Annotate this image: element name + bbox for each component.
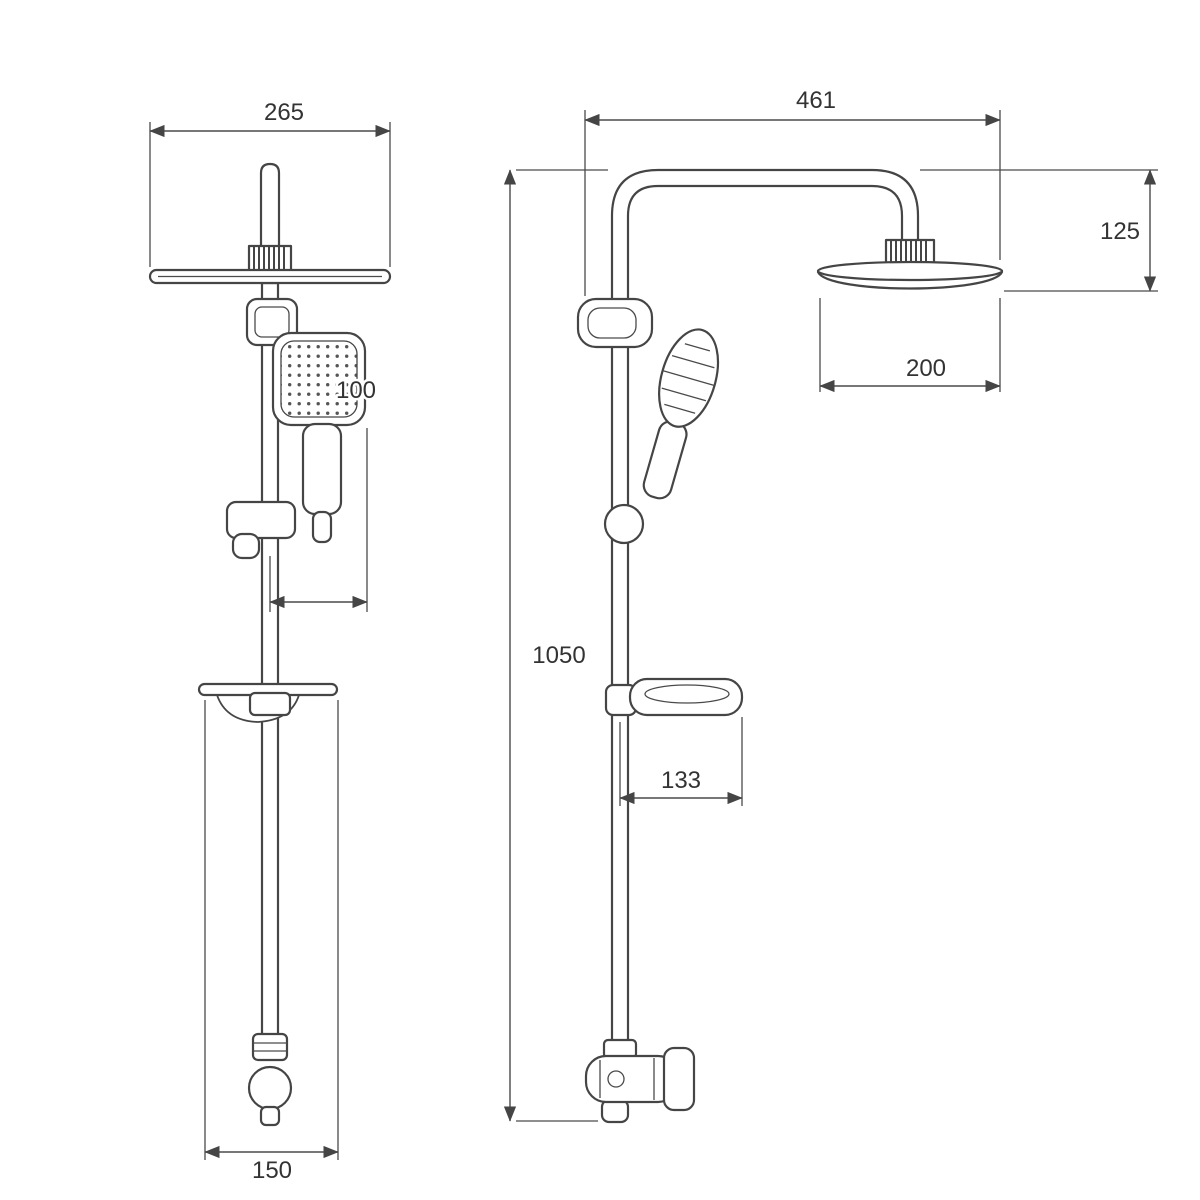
dim-150: 150 [204, 700, 339, 1187]
bracket-slot [587, 307, 637, 339]
side-view: 265 10 [148, 97, 392, 1187]
bracket-slot [254, 306, 290, 338]
handle-end [311, 510, 333, 544]
dim-125-label: 125 [1100, 218, 1140, 245]
soap-dish-side [197, 682, 339, 723]
dim-1050-label: 1050 [532, 642, 585, 669]
diverter-valve-front [584, 1038, 696, 1124]
valve-knob [662, 1046, 696, 1112]
valve-port [607, 1070, 625, 1088]
arm-inner-line [626, 184, 904, 1047]
soap-dish-front [604, 677, 744, 717]
hand-shower-side [271, 331, 367, 427]
dish-recess [644, 684, 730, 704]
dish-clamp [248, 691, 292, 717]
rain-head-side [148, 268, 392, 285]
front-view: 461 125 [503, 85, 1158, 1124]
hand-shower-spray-face [280, 340, 358, 418]
head-rim [816, 260, 1004, 282]
top-pipe-side [259, 162, 281, 264]
dim-100-label: 100 [336, 377, 376, 404]
bracket-body [225, 500, 297, 540]
knurled-nut-side [247, 244, 293, 275]
dim-1050: 1050 [503, 169, 608, 1122]
rain-head-front [816, 260, 1004, 290]
handset-face-lines [661, 343, 715, 414]
dim-461-label: 461 [796, 87, 836, 114]
dim-200: 200 [819, 298, 1001, 393]
hand-shower-front [642, 328, 720, 500]
lower-bracket-side [225, 500, 297, 560]
bracket-hook [231, 532, 261, 560]
arm-outer-line [610, 168, 920, 1047]
outlet-stub [259, 1105, 281, 1127]
hose-connector [251, 1032, 289, 1062]
valve-outlet [600, 1098, 630, 1124]
handle [301, 422, 343, 516]
dim-461: 461 [584, 85, 1001, 296]
dim-150-label: 150 [252, 1157, 292, 1184]
dim-265: 265 [149, 97, 391, 267]
gooseneck-arm-and-riser [610, 168, 920, 1047]
dim-133-label: 133 [661, 767, 701, 794]
dim-125: 125 [920, 169, 1158, 292]
handle [642, 420, 688, 500]
bottom-fitting-side [247, 1032, 293, 1127]
dim-200-label: 200 [906, 355, 946, 382]
hand-shower-handle-side [301, 422, 343, 544]
dim-265-label: 265 [264, 99, 304, 126]
bracket-body [576, 297, 654, 349]
dim-133: 133 [619, 717, 743, 806]
dim-100-projection [269, 428, 368, 612]
adjust-knob [603, 503, 645, 545]
ball-joint [247, 1065, 293, 1111]
knurl-hatch [253, 246, 285, 273]
slider-bracket-front [576, 297, 654, 349]
